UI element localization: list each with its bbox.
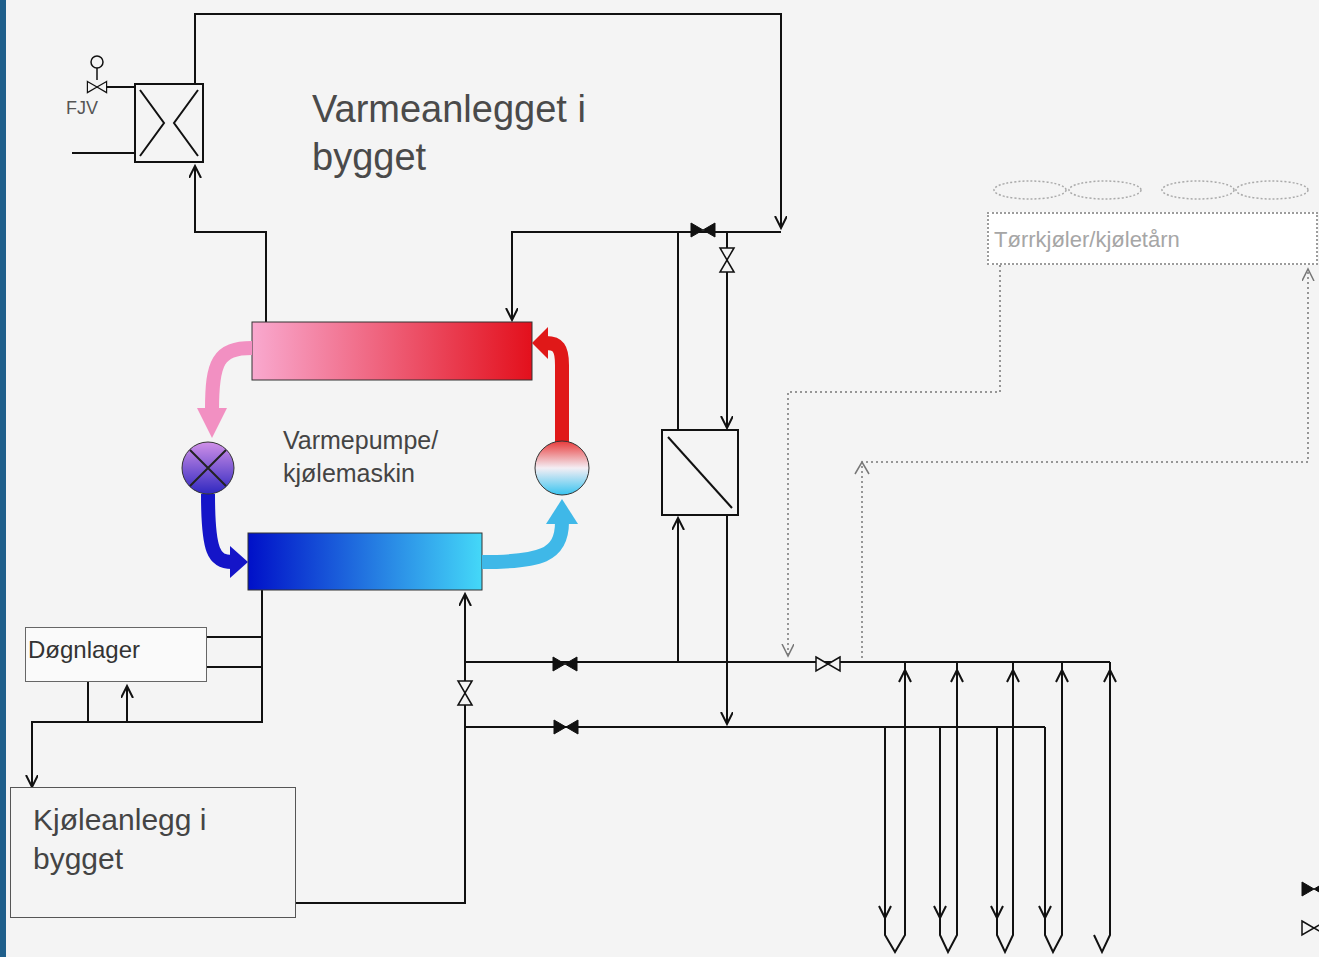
heat-exchanger-mark [140, 90, 164, 156]
shutoff-valve [553, 657, 577, 671]
pipe [207, 666, 262, 668]
pipe [296, 594, 465, 903]
compressor [535, 441, 589, 495]
plate-heat-exchanger [662, 430, 738, 515]
pipe [126, 686, 128, 722]
cooler-pipe [862, 269, 1308, 658]
edge-strip [0, 0, 6, 957]
evaporator [248, 533, 482, 590]
control-valve [87, 81, 106, 92]
borehole [1045, 662, 1062, 952]
expansion-valve [182, 442, 234, 494]
pipe [107, 86, 135, 88]
cooler-pipe [788, 265, 1000, 656]
valve-actuator [91, 56, 103, 68]
control-valve [720, 248, 734, 272]
borehole [1094, 662, 1110, 952]
heat-exchanger-mark [174, 90, 198, 156]
flow-arrow [899, 670, 1116, 682]
valve-stem [96, 68, 98, 80]
pipe [207, 636, 262, 638]
pipe-connector [32, 682, 88, 787]
flow-arrow [879, 906, 1051, 918]
legend-symbol [1302, 921, 1319, 935]
refrigerant-flow [546, 343, 562, 442]
cooler-box: Tørrkjøler/kjøletårn [987, 212, 1318, 265]
expansion-valve-mark [190, 450, 226, 486]
heat-exchanger-mark [668, 437, 732, 508]
refrigerant-flow [482, 522, 562, 562]
shutoff-valve [554, 720, 578, 734]
legend-symbol [1302, 882, 1319, 896]
pipe [195, 166, 266, 322]
refrigerant-flow [230, 546, 248, 578]
pipe [726, 515, 728, 724]
pipe [195, 14, 781, 228]
control-valve [816, 657, 840, 671]
unit-heading: Varmepumpe/ kjølemaskin [283, 424, 463, 489]
refrigerant-flow [546, 499, 578, 524]
refrigerant-flow [208, 494, 232, 562]
refrigerant-flow [197, 408, 227, 438]
box-text: Tørrkjøler/kjøletårn [994, 226, 1306, 255]
fan [994, 181, 1066, 199]
fan [1162, 181, 1234, 199]
storage-box: Døgnlager [25, 627, 207, 682]
borehole [940, 662, 957, 952]
refrigerant-flow [212, 348, 252, 410]
borehole [997, 662, 1013, 952]
fan [1236, 181, 1308, 199]
fan [1069, 181, 1141, 199]
pipe [677, 232, 679, 430]
valve-tag: FJV [66, 98, 98, 120]
borehole [885, 662, 905, 952]
pipe [512, 232, 781, 320]
heat-exchanger [135, 84, 203, 162]
refrigerant-flow [532, 327, 548, 359]
control-valve [458, 681, 472, 705]
system-heading: Varmeanlegget i bygget [312, 86, 602, 181]
box-text: Kjøleanlegg i bygget [33, 800, 243, 878]
flow-arrow [855, 462, 869, 474]
shutoff-valve [691, 223, 715, 237]
pipe [72, 152, 135, 154]
pipe [677, 518, 679, 662]
box-text: Døgnlager [28, 634, 198, 665]
cooling-system-box: Kjøleanlegg i bygget [10, 787, 296, 918]
condenser [252, 322, 532, 380]
